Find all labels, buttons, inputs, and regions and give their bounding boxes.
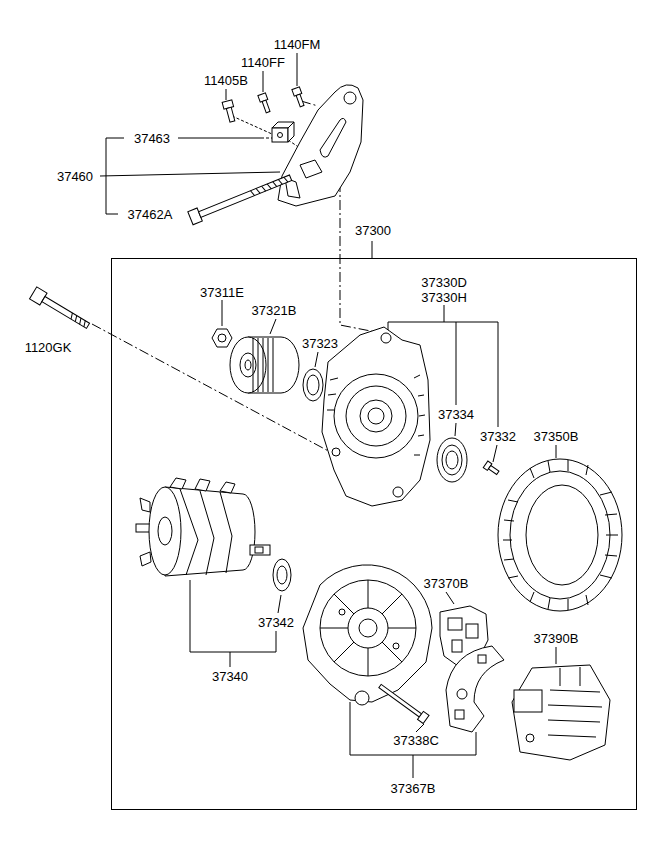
callout-number: 37334 xyxy=(437,408,475,421)
callout-number: 37332 xyxy=(479,430,517,443)
callout-number: 37463 xyxy=(133,132,171,145)
callout-number: 37390B xyxy=(533,632,580,645)
rotor xyxy=(136,478,270,576)
through-bolt xyxy=(377,682,429,724)
through-bolt xyxy=(30,287,92,332)
callout-number: 37311E xyxy=(199,286,245,299)
callout-number: 37460 xyxy=(56,170,94,183)
bearing xyxy=(273,559,291,591)
pulley-nut xyxy=(212,329,232,347)
rear-housing xyxy=(303,565,432,705)
callout-number: 37323 xyxy=(301,337,339,350)
callout-number: 1140FF xyxy=(240,56,286,69)
stator xyxy=(498,459,622,611)
callout-number: 37330H xyxy=(420,291,468,304)
callout-number: 37350B xyxy=(533,430,580,443)
callout-number: 37367B xyxy=(390,782,437,795)
long-bolt xyxy=(188,171,293,224)
callout-number: 37370B xyxy=(423,577,470,590)
bearing xyxy=(437,438,467,482)
callout-number: 37340 xyxy=(211,670,249,683)
assembly-frame: 37300 xyxy=(111,258,637,810)
callout-number: 1140FM xyxy=(273,38,322,51)
rectifier xyxy=(446,646,504,732)
callout-number: 37342 xyxy=(257,616,295,629)
mounting-bracket xyxy=(278,85,363,206)
hidden-lines xyxy=(232,116,300,148)
callout-number: 37338C xyxy=(392,734,440,747)
leader-lines xyxy=(100,53,556,778)
bolt xyxy=(292,87,306,108)
callout-number: 37321B xyxy=(251,304,298,317)
pulley xyxy=(230,337,299,393)
callout-number: 37462A xyxy=(127,208,174,221)
assembly-number: 37300 xyxy=(353,223,393,238)
front-housing xyxy=(322,327,430,506)
screw xyxy=(483,461,500,476)
callout-number: 37330D xyxy=(420,276,468,289)
bracket-block xyxy=(272,122,294,142)
callout-number: 1120GK xyxy=(24,341,73,354)
callout-number: 11405B xyxy=(203,74,249,87)
bolt xyxy=(258,93,272,114)
spacer xyxy=(303,369,323,401)
bolt xyxy=(222,100,237,123)
rear-cover xyxy=(512,665,610,760)
